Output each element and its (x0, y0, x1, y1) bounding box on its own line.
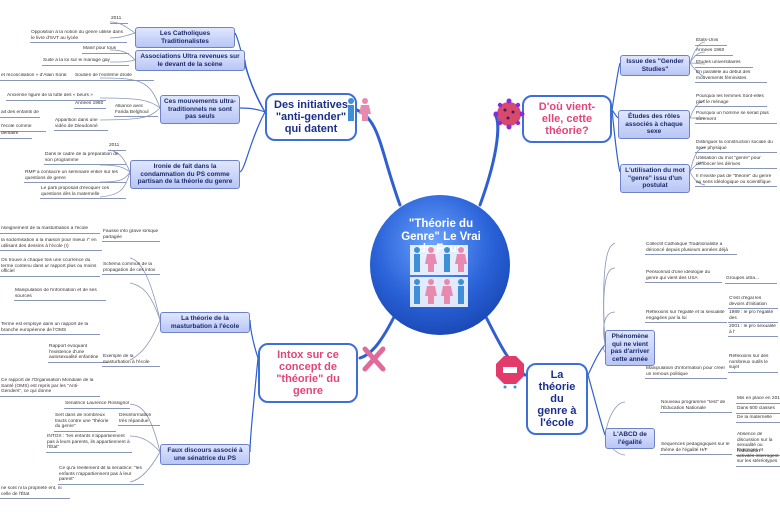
leaf-note: Manipulation de l'information et de ses … (14, 288, 106, 302)
branch-ecole-title: La théorie du genre à l'école (537, 369, 577, 429)
leaf-note: dentaire (0, 131, 32, 139)
sub-ironie[interactable]: Ironie de fait dans la condamnation du P… (130, 160, 240, 189)
sub-issue[interactable]: Issue des "Gender Studies" (620, 55, 690, 76)
sub-abcd[interactable]: L'ABCD de l'égalité (605, 428, 655, 449)
leaf-note: et réconciliation » d'Alain Soral (0, 73, 74, 81)
leaf-note: Séquences pédagogiques sur le thème de l… (660, 442, 732, 456)
leaf-note: Pensionnat d'une idéologie du genre qui … (645, 270, 722, 284)
leaf-note: 1989 : le pro l'égalité des (728, 310, 778, 324)
sub-ironie-label: Ironie de fait dans la condamnation du P… (137, 163, 233, 185)
male-female-icon (343, 97, 373, 123)
leaf-note: Suite à la loi sur le mariage gay (42, 58, 129, 66)
sub-abcd-label: L'ABCD de l'égalité (613, 431, 647, 446)
leaf-note: Réflexions sur l'égalité et la sexualité… (645, 310, 727, 324)
leaf-note: De la maternelle (736, 415, 780, 423)
leaf-note: Distinguer la construction sociale du se… (695, 140, 777, 154)
leaf-note: Pourquoi les femmes Sont-elles plus le m… (695, 94, 767, 108)
leaf-note: On trouve à chaque fois une ccurrence du… (0, 258, 100, 277)
leaf-note: Ce qu'a réellement dit la sénatrice: "le… (58, 466, 144, 485)
leaf-note: Dans le cadre de la préparation de son p… (44, 152, 126, 166)
gender-figures-icon (410, 245, 468, 307)
branch-origine-title: D'où vient-elle, cette théorie? (538, 101, 596, 137)
leaf-note: Mis en place en 2013 (736, 396, 780, 404)
leaf-note: ne sont ni la propriété ent, ni celle de… (0, 486, 70, 500)
leaf-note: Années 1960 (695, 48, 733, 56)
leaf-note: Opposition à la notion du genre utilisé … (30, 30, 127, 44)
sub-theorie[interactable]: La théorie de la masturbation à l'école (160, 312, 250, 333)
sub-associations-label: Associations Ultra revenues sur le devan… (140, 53, 240, 68)
leaf-note: Ancienne figure de la lutte des « beurs … (6, 93, 106, 101)
sub-faux[interactable]: Faux discours associé à une sénatrice du… (160, 444, 250, 465)
branch-initiatives[interactable]: Des initiatives "anti-gender" qui datent (265, 93, 357, 141)
branch-masturbation-title: Intox sur ce concept de "théorie" du gen… (276, 349, 340, 397)
leaf-note: C'est d'égal les devoirs d'initiation (728, 296, 778, 310)
branch-ecole[interactable]: La théorie du genre à l'école (526, 363, 588, 435)
branch-origine[interactable]: D'où vient-elle, cette théorie? (522, 95, 612, 143)
leaf-note: Études universitaires (695, 60, 753, 68)
sub-catholiques-label: Les Catholiques Traditionalistes (159, 30, 211, 45)
leaf-note: Réflexions sur des nombreux outils le su… (728, 354, 778, 373)
leaf-note: Désinformation très répandue (118, 413, 160, 427)
leaf-note: Terme est employé dans un rapport de la … (0, 322, 100, 336)
leaf-note: Ce rapport de l'Organisation Mondiale de… (0, 378, 100, 397)
leaf-note: 2001 : le pro sexualité à l' (728, 324, 778, 338)
branch-masturbation[interactable]: Intox sur ce concept de "théorie" du gen… (258, 343, 358, 403)
sub-faux-label: Faux discours associé à une sénatrice du… (167, 447, 243, 462)
leaf-note: Sert dans de nombreux tracts contre une … (54, 413, 116, 432)
sub-catholiques[interactable]: Les Catholiques Traditionalistes (135, 27, 235, 48)
sub-mouvements-label: Ces mouvements ultra-traditionnels ne so… (164, 98, 236, 120)
leaf-note: nseignement de la masturbation à l'école (0, 226, 100, 234)
leaf-note: Etats-Unis (695, 38, 727, 46)
leaf-note: Apparition dans une vidéo de Dieudonné (54, 118, 108, 132)
leaf-note: Utilisation du mot "genre" pour dénoncer… (695, 156, 777, 170)
sub-mouvements[interactable]: Ces mouvements ultra-traditionnels ne so… (160, 95, 240, 124)
leaf-note: Nouveau programme "test" de l'Éducation … (660, 400, 732, 414)
leaf-note: Schéma commun de la propagation de ces i… (102, 262, 160, 276)
sub-associations[interactable]: Associations Ultra revenues sur le devan… (135, 50, 245, 71)
leaf-note: Manif pour tous (82, 46, 129, 54)
leaf-note: En parallèle au début des mouvements fém… (695, 70, 767, 84)
leaf-note: Absence de discussion sur la sexualité o… (736, 432, 780, 457)
sub-theorie-label: La théorie de la masturbation à l'école (170, 315, 240, 330)
leaf-note: Il n'existe pas de "théorie" du genre au… (695, 174, 777, 188)
leaf-note: Alliance avec Farida Belghoul (114, 104, 158, 118)
leaf-note: Le parti proposait d'évoquer ces questio… (40, 186, 126, 200)
leaf-note: Sénatrice Laurence Rossignol (64, 401, 130, 409)
leaf-note: RMP a consacré un séminaire entier sur l… (24, 170, 126, 184)
leaf-note: 2011 (108, 143, 126, 151)
leaf-note: la sodomisation à la maison pour mieux r… (0, 238, 102, 252)
stop-sign-icon (495, 355, 525, 389)
sub-phenomene-label: Phénomène qui ne vient pas d'arriver cet… (610, 333, 650, 363)
sub-phenomene[interactable]: Phénomène qui ne vient pas d'arriver cet… (605, 330, 655, 366)
leaf-note: Rapport évoquant l'existence d'une autos… (48, 344, 108, 363)
sub-issue-label: Issue des "Gender Studies" (626, 58, 684, 73)
cross-icon (362, 346, 386, 372)
leaf-note: Pourquoi un homme se serait plus sûremen… (695, 111, 777, 125)
leaf-note: Groupes ultra... (725, 276, 777, 284)
branch-initiatives-title: Des initiatives "anti-gender" qui datent (274, 99, 348, 135)
leaf-note: INTOX : "les enfants n'appartiennent pas… (46, 434, 132, 453)
sub-etudes-label: Études des rôles associés à chaque sexe (625, 113, 683, 135)
leaf-note: Manipulation d'information pour créer un… (645, 366, 727, 380)
leaf-note: Années 1980 (74, 101, 106, 109)
leaf-note: ait des enfants de (0, 110, 40, 118)
sub-utilisation-label: L'utilisation du mot "genre" issu d'un p… (625, 167, 685, 189)
leaf-note: Collectif Catholique Traditionaliste a d… (645, 242, 737, 256)
sub-etudes[interactable]: Études des rôles associés à chaque sexe (618, 110, 690, 139)
leaf-note: Dans 600 classes (736, 406, 780, 414)
sub-utilisation[interactable]: L'utilisation du mot "genre" issu d'un p… (620, 164, 690, 193)
leaf-note: l'école comme (0, 124, 46, 132)
virus-icon (493, 98, 525, 130)
leaf-note: Exercices et activités interrogent sur l… (736, 448, 780, 467)
leaf-note: Fausse info grave lorsque partagée (102, 229, 160, 243)
leaf-note: Exemple de la masturbation à l'école (102, 354, 160, 368)
leaf-note: 2011 (110, 16, 128, 24)
leaf-note: Soutien de l'extrême droite (74, 73, 154, 81)
